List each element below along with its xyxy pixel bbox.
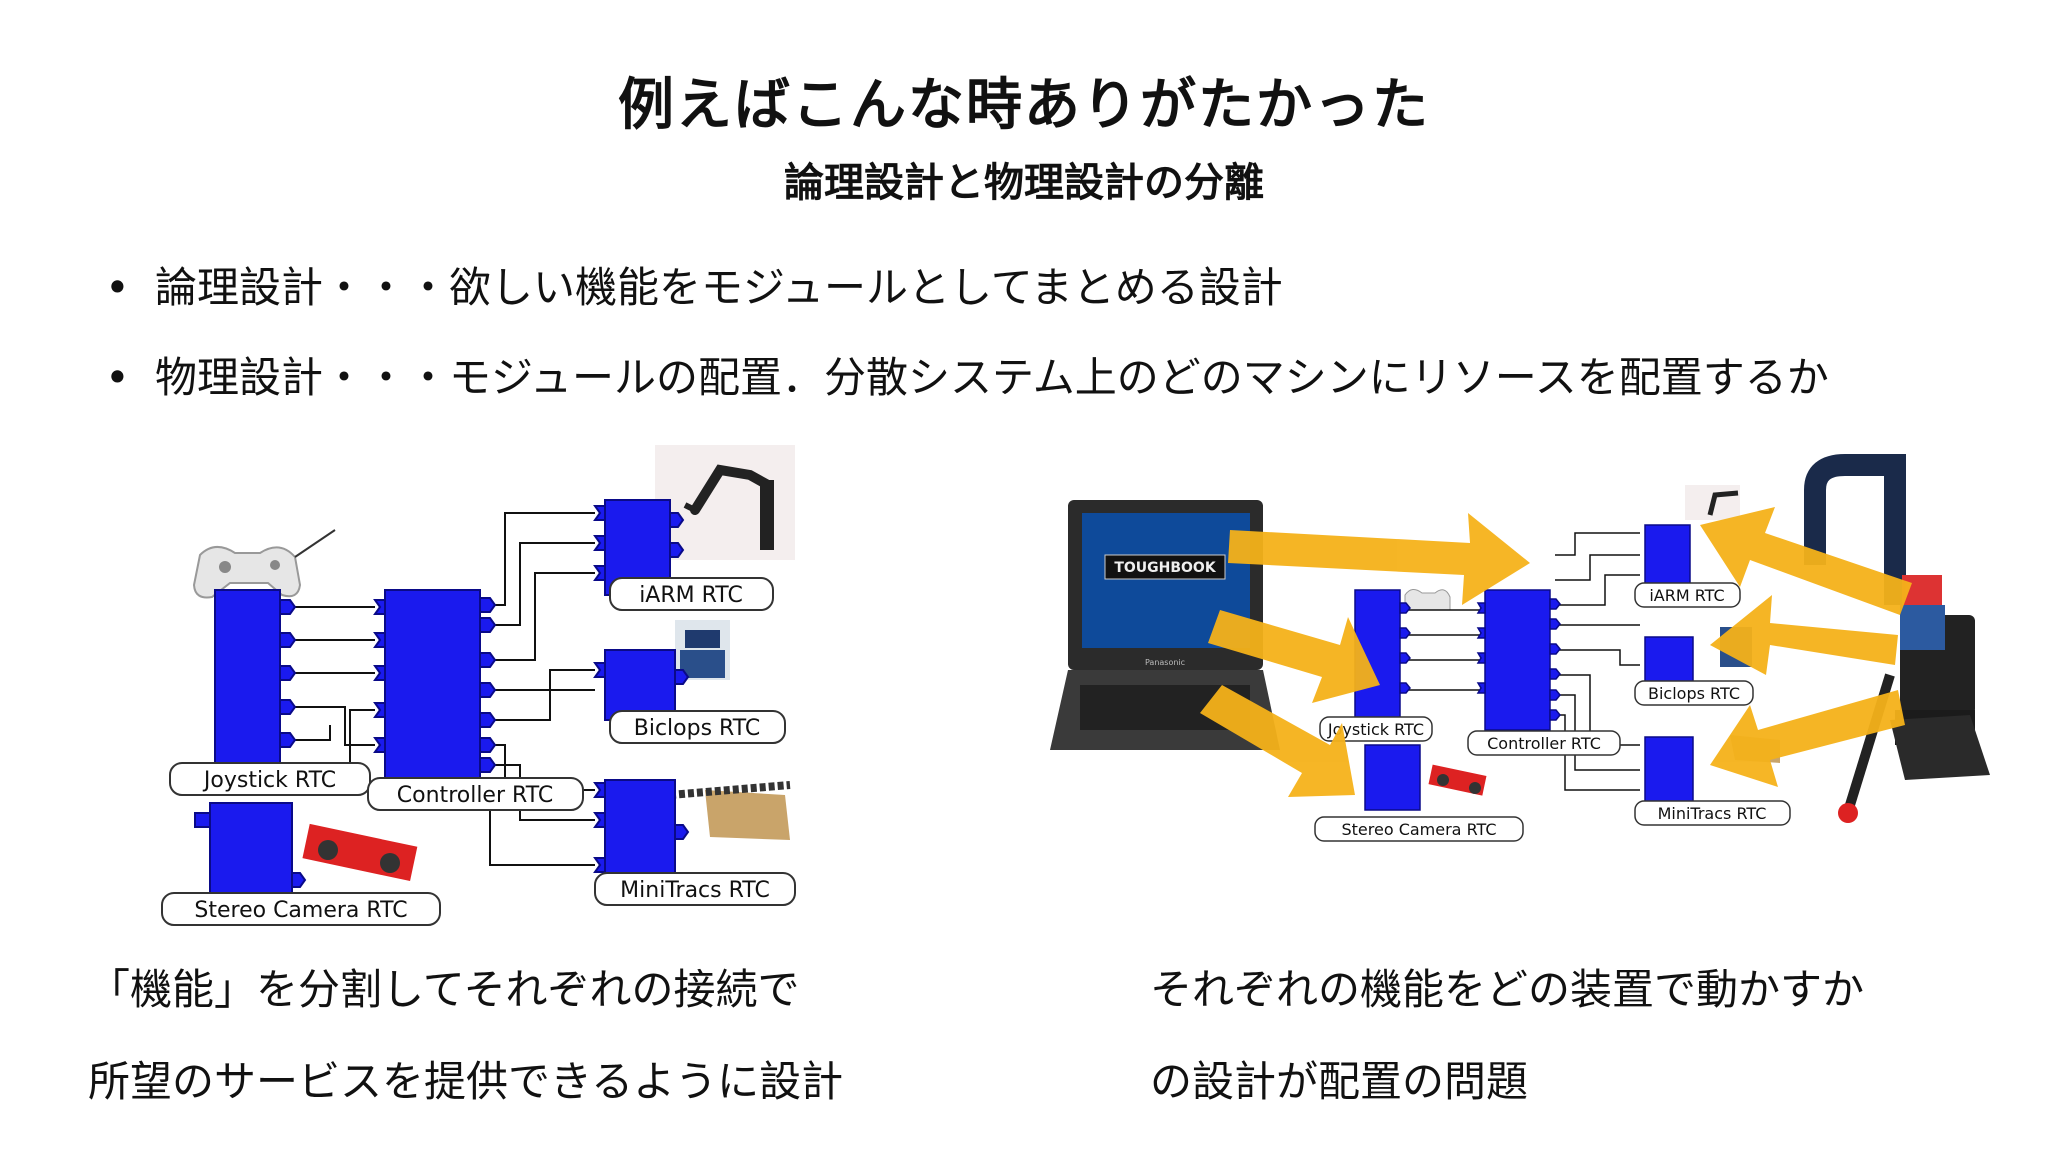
robot-image [1804, 454, 1990, 823]
stereo-camera-rtc-block [1364, 744, 1421, 811]
bullet-marker: • [105, 353, 130, 402]
bullet-logical-design: • 論理設計・・・欲しい機能をモジュールとしてまとめる設計 [105, 255, 1905, 321]
joystick-rtc-label: Joystick RTC [202, 768, 336, 793]
stereo-camera-rtc-label: Stereo Camera RTC [1341, 820, 1496, 839]
laptop-brand: TOUGHBOOK [1114, 560, 1217, 576]
minitracs-rtc-label: MiniTracs RTC [620, 878, 770, 903]
minitracs-rtc-block [1644, 736, 1694, 803]
biclops-rtc-block [1644, 636, 1694, 688]
caption-left-line1: 「機能」を分割してそれぞれの接続で [88, 965, 800, 1014]
caption-right-line2: の設計が配置の問題 [1150, 1057, 1529, 1106]
controller-rtc-label: Controller RTC [397, 783, 553, 808]
rtc-labels: iARM RTC Biclops RTC Joystick RTC Contro… [161, 577, 796, 926]
stereo-camera-rtc-label: Stereo Camera RTC [194, 898, 407, 923]
bullet-text: 物理設計・・・モジュールの配置．分散システム上のどのマシンにリソースを配置するか [155, 353, 1829, 402]
joystick-rtc-block [214, 589, 297, 791]
iarm-rtc-block [1644, 524, 1691, 591]
stereo-camera-rtc-block [194, 802, 307, 896]
bullet-marker: • [105, 263, 130, 312]
caption-right-line1: それぞれの機能をどの装置で動かすか [1150, 965, 1865, 1014]
placement-arrow [1208, 610, 1380, 703]
robot-arm-image [1685, 485, 1740, 520]
slide-subtitle: 論理設計と物理設計の分離 [784, 160, 1264, 206]
crawler-image [669, 781, 791, 840]
bullet-text: 論理設計・・・欲しい機能をモジュールとしてまとめる設計 [155, 263, 1283, 312]
placement-arrows [1200, 507, 1912, 797]
placement-arrow [1710, 690, 1905, 787]
controller-rtc-block [1476, 589, 1561, 731]
robot-arm-image [655, 445, 795, 560]
stereo-camera-image [1428, 764, 1487, 796]
stereo-camera-image [302, 823, 418, 882]
controller-rtc-block [373, 589, 497, 806]
biclops-rtc-label: Biclops RTC [634, 716, 761, 741]
rtc-labels: Joystick RTC Controller RTC Stereo Camer… [1314, 582, 1791, 842]
gamepad-image [1404, 589, 1451, 611]
iarm-rtc-label: iARM RTC [1649, 586, 1724, 605]
joystick-rtc-label: Joystick RTC [1327, 720, 1424, 739]
logical-design-diagram: iARM RTC Biclops RTC Joystick RTC Contro… [161, 445, 796, 926]
physical-design-diagram: TOUGHBOOK Panasonic [1050, 454, 1990, 842]
laptop-maker: Panasonic [1145, 658, 1185, 667]
iarm-rtc-label: iARM RTC [639, 583, 743, 608]
biclops-rtc-label: Biclops RTC [1648, 684, 1740, 703]
bullet-list: • 論理設計・・・欲しい機能をモジュールとしてまとめる設計 • 物理設計・・・モ… [105, 255, 1905, 435]
biclops-rtc-block [593, 649, 690, 721]
bullet-physical-design: • 物理設計・・・モジュールの配置．分散システム上のどのマシンにリソースを配置す… [105, 345, 1905, 411]
slide-title: 例えばこんな時ありがたかった [618, 72, 1430, 138]
placement-arrow [1200, 685, 1355, 797]
placement-arrow [1700, 507, 1912, 615]
placement-arrow [1228, 513, 1530, 605]
minitracs-rtc-block [593, 779, 690, 886]
controller-rtc-label: Controller RTC [1487, 734, 1601, 753]
placement-arrow [1710, 595, 1898, 675]
caption-left-line2: 所望のサービスを提供できるように設計 [88, 1057, 844, 1106]
gamepad-image [192, 529, 336, 599]
pan-tilt-image [675, 620, 730, 680]
minitracs-rtc-label: MiniTracs RTC [1658, 804, 1767, 823]
